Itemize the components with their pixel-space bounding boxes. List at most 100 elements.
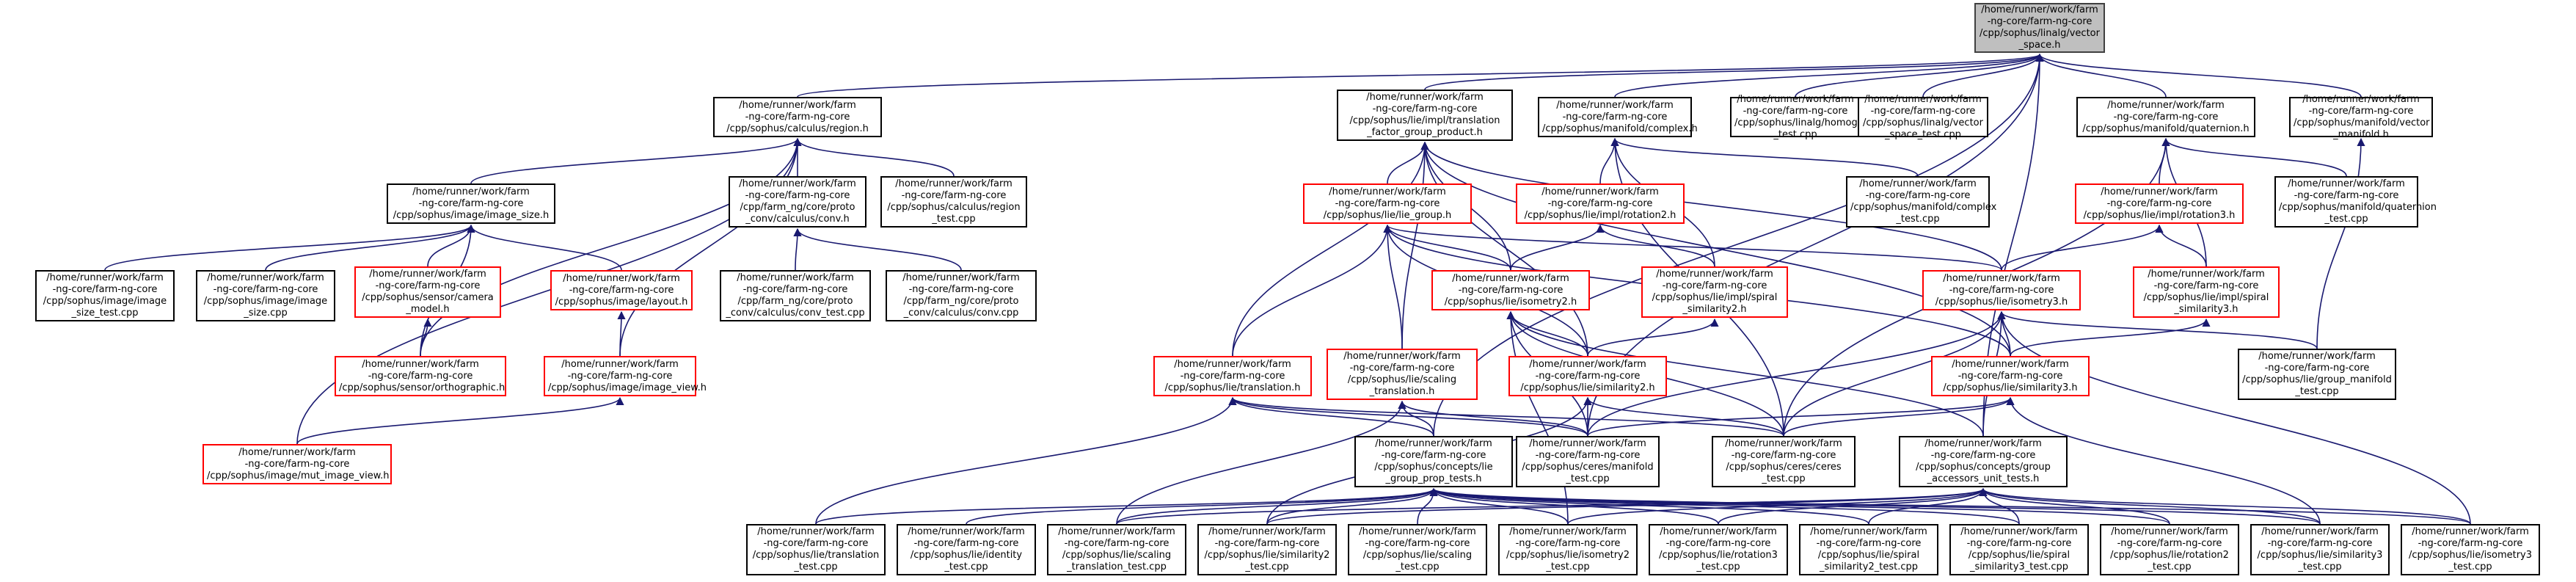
- graph-node[interactable]: /home/runner/work/farm-ng-core/farm-ng-c…: [713, 97, 882, 137]
- graph-node[interactable]: /home/runner/work/farm-ng-core/farm-ng-c…: [196, 270, 335, 321]
- graph-node[interactable]: /home/runner/work/farm-ng-core/farm-ng-c…: [2250, 524, 2390, 575]
- graph-node[interactable]: /home/runner/work/farm-ng-core/farm-ng-c…: [1153, 356, 1312, 396]
- node-label-line: /cpp/sophus/lie/rotation2: [2110, 550, 2229, 561]
- dependency-edge: [1429, 487, 2020, 525]
- graph-node[interactable]: /home/runner/work/farm-ng-core/farm-ng-c…: [880, 176, 1027, 228]
- node-label-line: /cpp/sophus/lie/similarity2: [1204, 550, 1330, 561]
- node-label-line: _test.cpp: [944, 561, 988, 572]
- node-label-line: /home/runner/work/farm: [1810, 526, 1927, 537]
- graph-node[interactable]: /home/runner/work/farm-ng-core/farm-ng-c…: [720, 270, 871, 321]
- graph-node[interactable]: /home/runner/work/farm-ng-core/farm-ng-c…: [1197, 524, 1337, 575]
- graph-node[interactable]: /home/runner/work/farm-ng-core/farm-ng-c…: [1508, 356, 1667, 396]
- node-label-line: -ng-core/farm-ng-core: [1547, 197, 1653, 209]
- dependency-edge: [420, 137, 802, 357]
- node-label-line: /cpp/sophus/lie/impl/spiral: [1652, 292, 1778, 303]
- node-label-line: -ng-core/farm-ng-core: [901, 190, 1007, 201]
- graph-node[interactable]: /home/runner/work/farm-ng-core/farm-ng-c…: [544, 356, 707, 396]
- dependency-edge: [1228, 396, 1784, 437]
- node-label-line: /cpp/sophus/lie/spiral: [1817, 550, 1920, 561]
- graph-node[interactable]: /home/runner/work/farm-ng-core/farm-ng-c…: [1516, 183, 1685, 224]
- graph-node[interactable]: /home/runner/work/farm-ng-core/farm-ng-c…: [1922, 270, 2081, 310]
- node-label-line: /home/runner/work/farm: [902, 272, 1020, 283]
- graph-node[interactable]: /home/runner/work/farm-ng-core/farm-ng-c…: [2401, 524, 2540, 575]
- dependency-edge: [1429, 487, 2170, 525]
- node-label-line: -ng-core/farm-ng-core: [1335, 197, 1440, 209]
- graph-node[interactable]: /home/runner/work/farm-ng-core/farm-ng-c…: [1538, 97, 1698, 137]
- node-label-line: _similarity3.h: [2174, 304, 2239, 315]
- dependency-edge: [467, 224, 622, 271]
- node-label-line: -ng-core/farm-ng-core: [908, 284, 1014, 295]
- dependency-edge: [1420, 141, 2011, 357]
- node-label-line: /home/runner/work/farm: [1329, 186, 1446, 197]
- graph-node[interactable]: /home/runner/work/farm-ng-core/farm-ng-c…: [1899, 436, 2068, 487]
- node-label-line: /home/runner/work/farm: [207, 272, 324, 283]
- dependency-edge: [1795, 53, 2044, 98]
- graph-node[interactable]: /home/runner/work/farm-ng-core/farm-ng-c…: [335, 356, 506, 396]
- graph-node[interactable]: /home/runner/work/farm-ng-core/farm-ng-c…: [2289, 94, 2433, 140]
- graph-node[interactable]: /home/runner/work/farm-ng-core/farm-ng-c…: [202, 444, 392, 484]
- node-label-line: -ng-core/farm-ng-core: [1930, 450, 2036, 461]
- graph-node[interactable]: /home/runner/work/farm-ng-core/farm-ng-c…: [746, 524, 886, 575]
- graph-node[interactable]: /home/runner/work/farm-ng-core/farm-ng-c…: [1498, 524, 1638, 575]
- node-label-line: _model.h: [406, 304, 450, 315]
- graph-node[interactable]: /home/runner/work/farm-ng-core/farm-ng-c…: [1327, 349, 1478, 400]
- graph-node[interactable]: /home/runner/work/farm-ng-core/farm-ng-c…: [729, 176, 866, 228]
- dependency-edge: [2035, 53, 2167, 98]
- node-label-line: -ng-core/farm-ng-core: [1458, 284, 1564, 296]
- graph-node[interactable]: /home/runner/work/farm-ng-core/farm-ng-c…: [35, 270, 175, 321]
- graph-node[interactable]: /home/runner/work/farm-ng-core/farm-ng-c…: [1431, 270, 1590, 310]
- graph-node[interactable]: /home/runner/work/farm-ng-core/farm-ng-c…: [897, 524, 1036, 575]
- graph-node[interactable]: /home/runner/work/farm-ng-core/farm-ng-c…: [2076, 97, 2255, 137]
- graph-node[interactable]: /home/runner/work/farm-ng-core/farm-ng-c…: [2238, 349, 2396, 400]
- graph-node[interactable]: /home/runner/work/farm-ng-core/farm-ng-c…: [1354, 436, 1513, 487]
- node-label-line: -ng-core/farm-ng-core: [1381, 450, 1486, 461]
- dependency-edge: [2006, 396, 2321, 525]
- node-label-line: /cpp/sophus/manifold/complex.h: [1542, 123, 1698, 134]
- graph-node[interactable]: /home/runner/work/farm-ng-core/farm-ng-c…: [1846, 176, 1996, 228]
- dependency-edge: [1783, 396, 2015, 437]
- node-label-line: /cpp/sophus/lie/scaling: [1347, 374, 1457, 385]
- graph-node[interactable]: /home/runner/work/farm-ng-core/farm-ng-c…: [1730, 93, 1892, 140]
- node-label-line: /cpp/sophus/lie/isometry2: [1506, 550, 1630, 561]
- node-label-line: -ng-core/farm-ng-core: [1987, 16, 2092, 27]
- graph-node[interactable]: /home/runner/work/farm-ng-core/farm-ng-c…: [1337, 90, 1513, 141]
- graph-node[interactable]: /home/runner/work/farm-ng-core/farm-ng-c…: [387, 183, 555, 224]
- graph-node[interactable]: /home/runner/work/farm-ng-core/farm-ng-c…: [354, 266, 501, 318]
- graph-node[interactable]: /home/runner/work/farm-ng-core/farm-ng-c…: [886, 270, 1037, 321]
- graph-node[interactable]: /home/runner/work/farm-ng-core/farm-ng-c…: [1858, 94, 1988, 140]
- node-label-line: /home/runner/work/farm: [2107, 99, 2225, 111]
- dependency-edge: [470, 137, 802, 184]
- node-label-line: _test.cpp: [2298, 561, 2342, 572]
- graph-node[interactable]: /home/runner/work/farm-ng-core/farm-ng-c…: [1047, 524, 1186, 575]
- dependency-edge: [1398, 400, 1588, 437]
- graph-node[interactable]: /home/runner/work/farm-ng-core/farm-ng-c…: [1931, 356, 2090, 396]
- dependency-edge: [1116, 487, 1988, 525]
- dependency-edge: [619, 137, 802, 357]
- graph-node[interactable]: /home/runner/work/farm-ng-core/farm-ng-c…: [1303, 183, 1472, 224]
- dependency-edge: [815, 487, 1438, 525]
- node-label-line: /cpp/sophus/lie/similarity3.h: [1943, 382, 2078, 393]
- node-label-line: /cpp/sophus/manifold/vector: [2294, 117, 2430, 128]
- graph-node[interactable]: /home/runner/work/farm-ng-core/farm-ng-c…: [2075, 183, 2244, 224]
- dependency-edge: [1587, 310, 2006, 437]
- node-label-line: -ng-core/farm-ng-core: [52, 284, 158, 295]
- node-label-line: /home/runner/work/farm: [1737, 93, 1854, 105]
- graph-node[interactable]: /home/runner/work/farm-ng-core/farm-ng-c…: [1649, 524, 1788, 575]
- graph-node[interactable]: /home/runner/work/farm-ng-core/farm-ng-c…: [1348, 524, 1487, 575]
- node-label-line: -ng-core/farm-ng-core: [2264, 363, 2370, 374]
- node-label-line: _test.cpp: [2295, 386, 2339, 397]
- graph-node[interactable]: /home/runner/work/farm-ng-core/farm-ng-c…: [2274, 176, 2437, 228]
- node-label-line: -ng-core/farm-ng-core: [1535, 370, 1641, 382]
- graph-node[interactable]: /home/runner/work/farm-ng-core/farm-ng-c…: [550, 270, 693, 310]
- dependency-edge: [1596, 224, 1715, 267]
- graph-node[interactable]: /home/runner/work/farm-ng-core/farm-ng-c…: [1974, 3, 2105, 53]
- graph-node[interactable]: /home/runner/work/farm-ng-core/farm-ng-c…: [1949, 524, 2089, 575]
- graph-node[interactable]: /home/runner/work/farm-ng-core/farm-ng-c…: [2100, 524, 2239, 575]
- graph-node[interactable]: /home/runner/work/farm-ng-core/farm-ng-c…: [1712, 436, 1856, 487]
- graph-node[interactable]: /home/runner/work/farm-ng-core/farm-ng-c…: [1641, 266, 1788, 318]
- node-label-line: /cpp/sophus/lie/spiral: [1968, 550, 2070, 561]
- graph-node[interactable]: /home/runner/work/farm-ng-core/farm-ng-c…: [1799, 524, 1938, 575]
- graph-node[interactable]: /home/runner/work/farm-ng-core/farm-ng-c…: [2133, 266, 2280, 318]
- node-label-line: /cpp/sophus/lie/scaling: [1362, 550, 1473, 561]
- graph-node[interactable]: /home/runner/work/farm-ng-core/farm-ng-c…: [1516, 436, 1660, 487]
